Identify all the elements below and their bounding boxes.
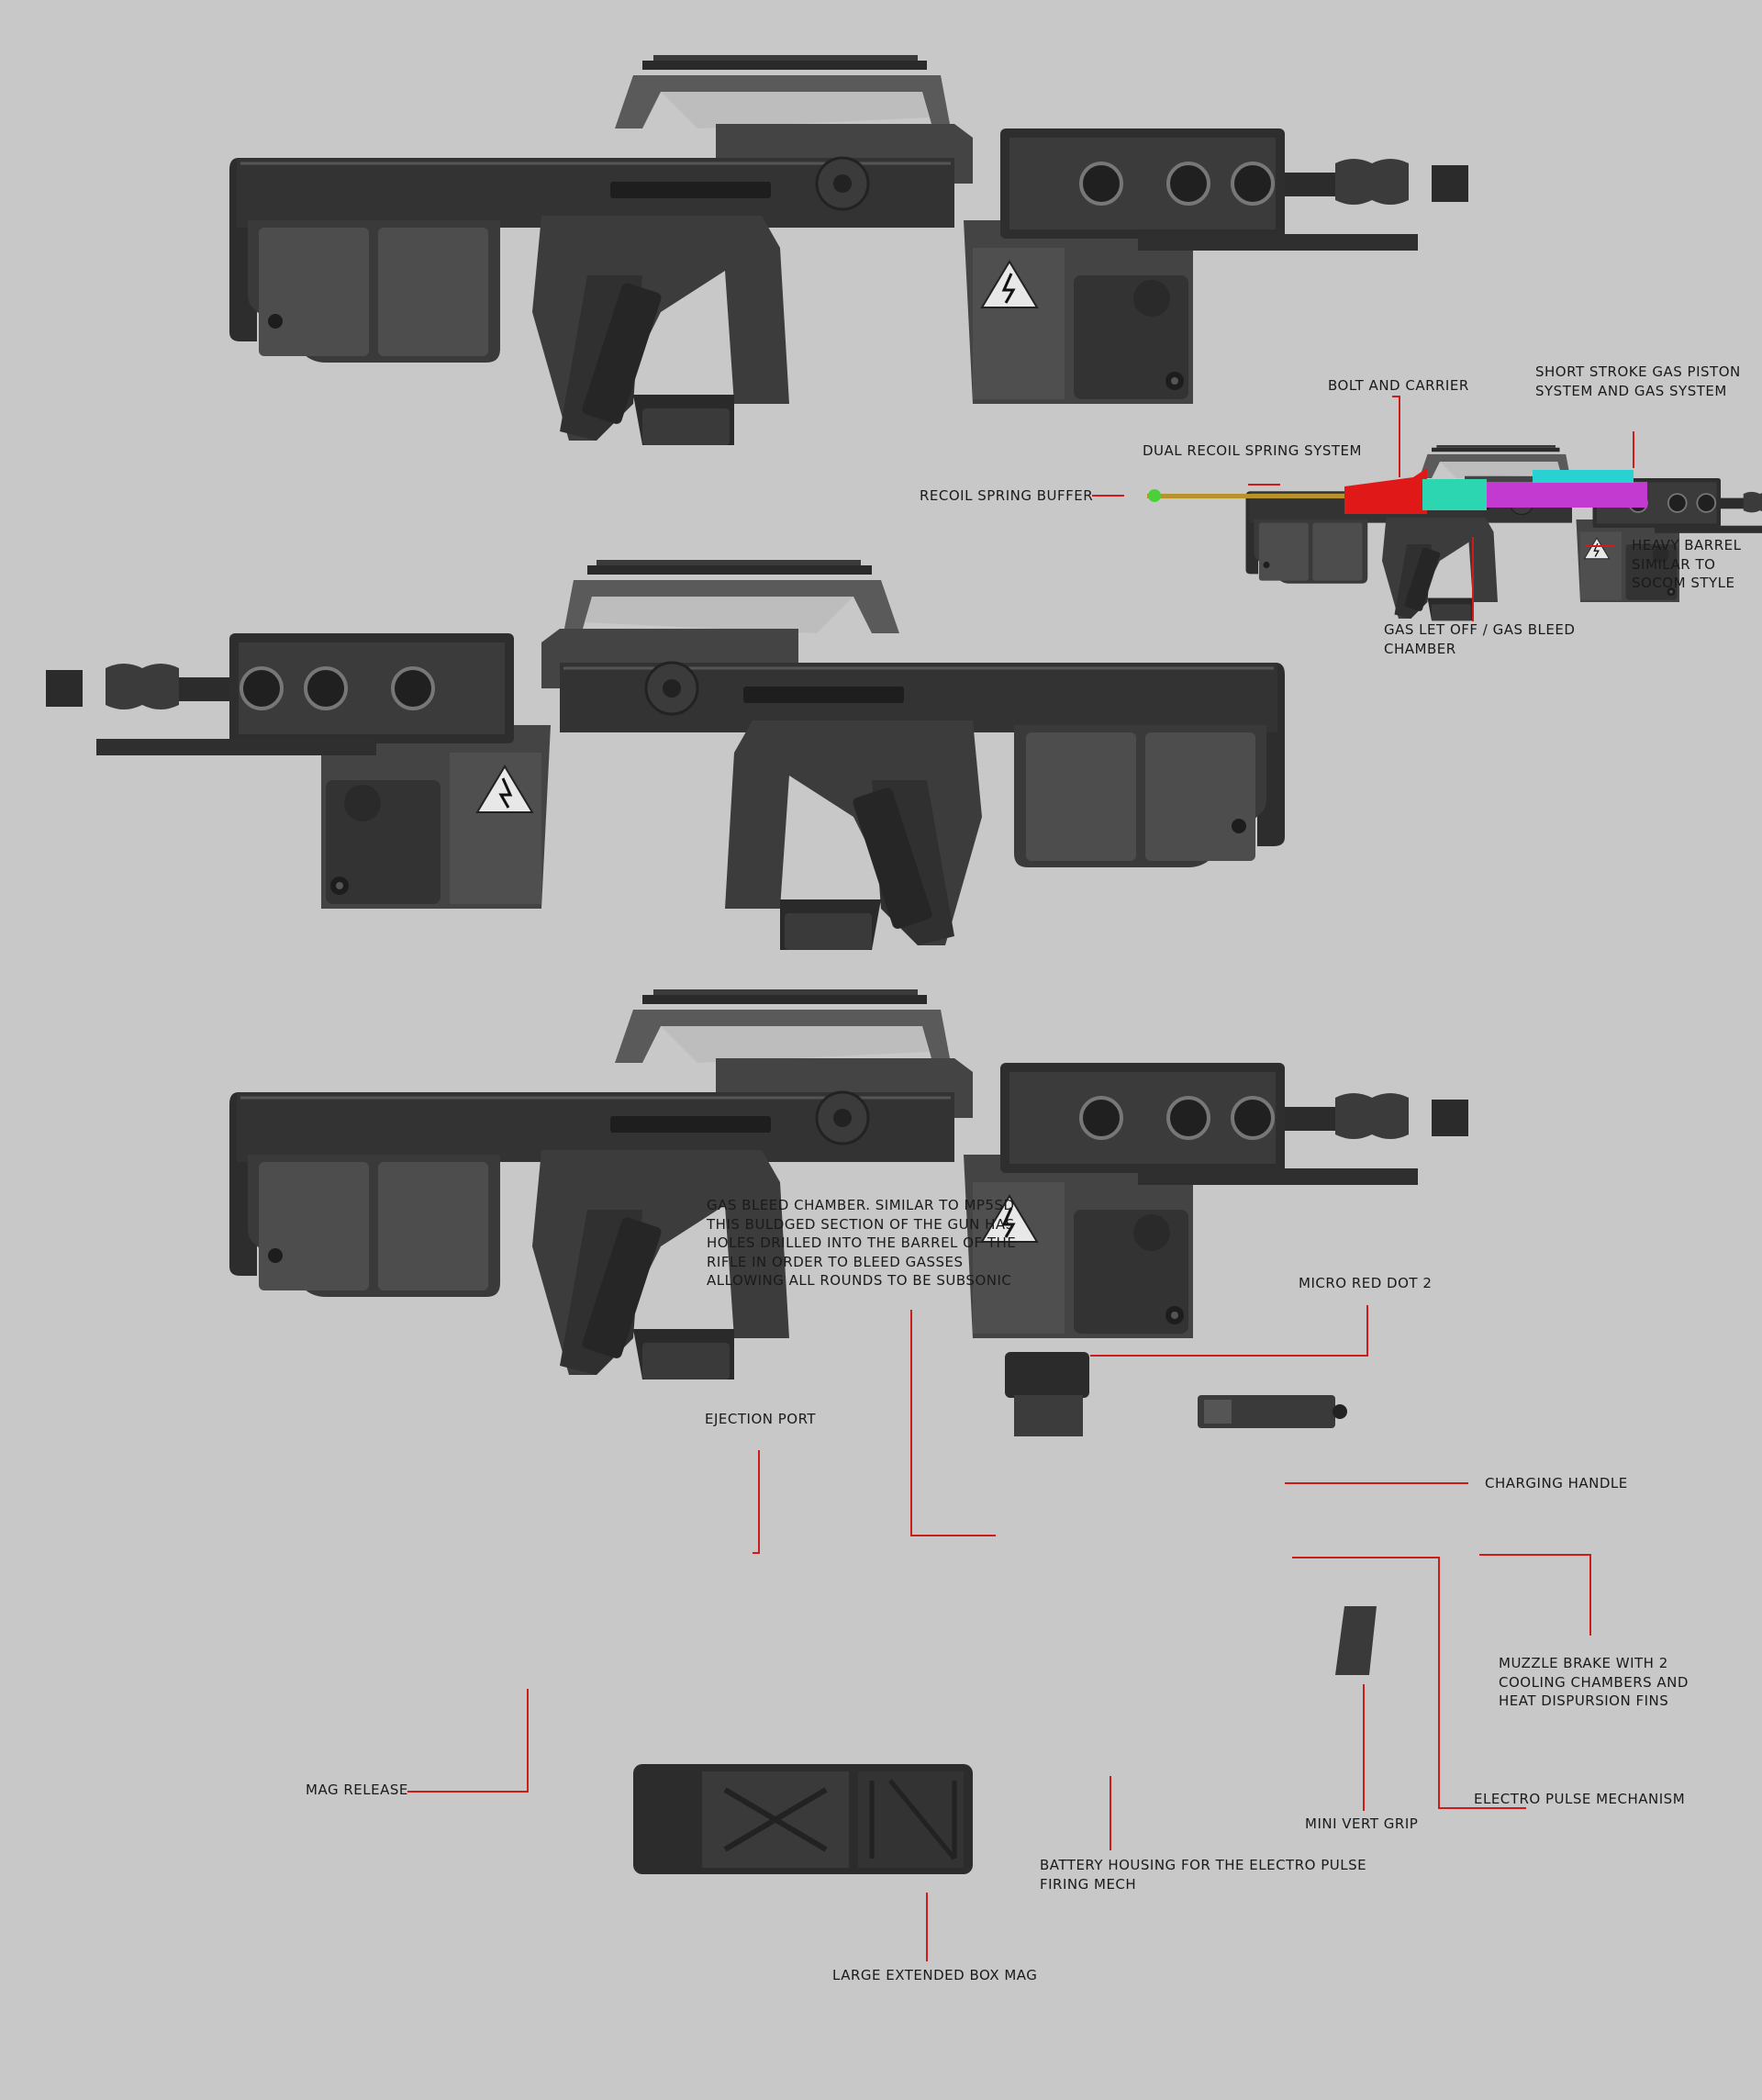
rifle-side-view-right bbox=[228, 53, 1470, 447]
label-dual-recoil: Dual recoil spring system bbox=[1143, 442, 1362, 459]
label-charging-handle: Charging handle bbox=[1485, 1475, 1628, 1491]
label-mag-release: Mag release bbox=[306, 1782, 408, 1798]
micro-red-dot-sight bbox=[1005, 1352, 1089, 1436]
label-bolt-carrier: Bolt and carrier bbox=[1328, 377, 1469, 394]
label-recoil-buffer: Recoil spring buffer bbox=[920, 487, 1094, 504]
label-ejection-port: Ejection port bbox=[705, 1411, 817, 1427]
mini-vert-grip bbox=[1335, 1606, 1377, 1675]
label-battery-housing: Battery housing for the electro pulsefir… bbox=[1040, 1857, 1367, 1893]
laser-module bbox=[1198, 1395, 1347, 1428]
label-gas-bleed-chamber: Gas bleed chamber. Similar to MP5SD This… bbox=[707, 1197, 1017, 1289]
label-electro-pulse: Electro pulse mechanism bbox=[1474, 1791, 1686, 1807]
label-gas-piston: Short stroke gas pistonsystem and gas sy… bbox=[1535, 363, 1741, 399]
extended-box-magazine bbox=[633, 1764, 973, 1874]
label-box-mag: Large extended box mag bbox=[832, 1967, 1038, 1983]
label-heavy-barrel: Heavy barrelsimilar toSOCOM style bbox=[1632, 537, 1742, 591]
internals-callout-lines bbox=[1092, 396, 1634, 621]
rifle-side-view-left bbox=[44, 558, 1287, 952]
label-gas-let-off: Gas let off / Gas bleedchamber bbox=[1384, 621, 1576, 657]
label-micro-red-dot: Micro red dot 2 bbox=[1299, 1275, 1433, 1291]
internals-cutaway bbox=[1244, 444, 1762, 622]
label-mini-vert-grip: Mini vert grip bbox=[1305, 1815, 1419, 1832]
rifle-with-attachments bbox=[228, 988, 1470, 1381]
attachment-callout-lines bbox=[407, 1305, 1591, 1961]
internals-highlights bbox=[1147, 468, 1647, 514]
label-muzzle-brake: Muzzle brake with 2cooling chambers andh… bbox=[1499, 1655, 1689, 1709]
